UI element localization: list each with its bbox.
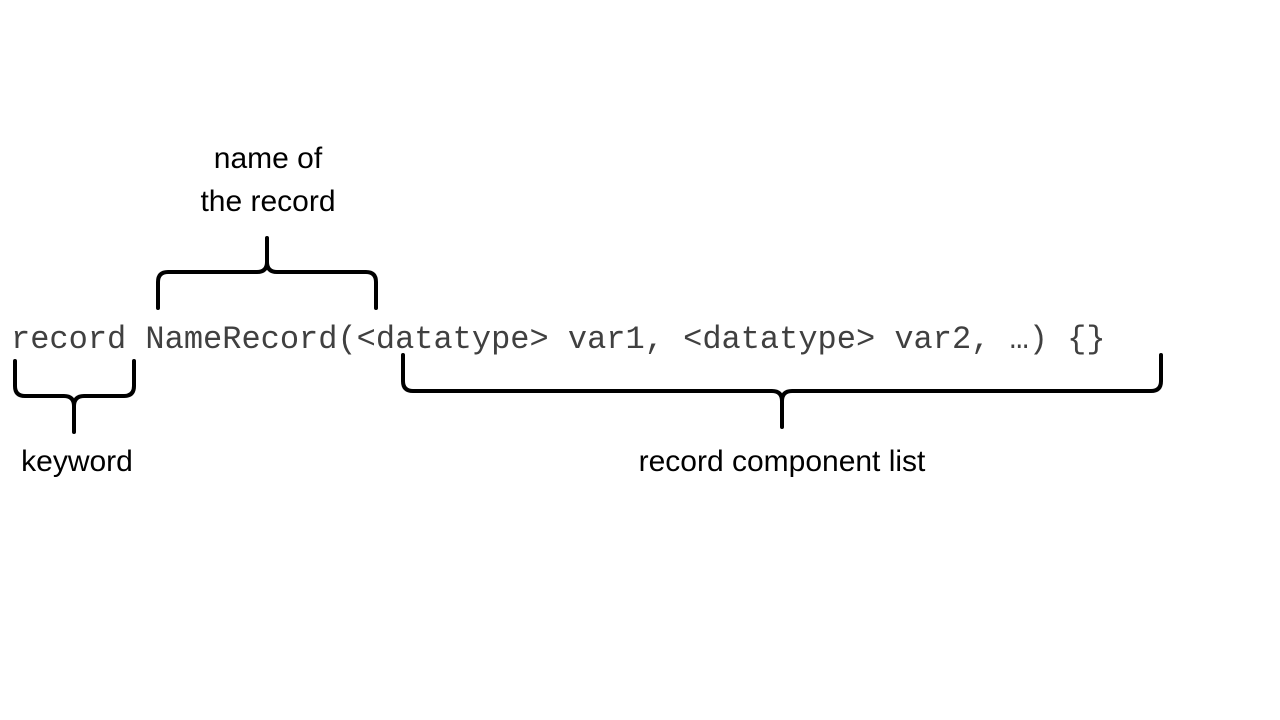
- component-list-brace: [401, 353, 1163, 429]
- keyword-token: record: [11, 321, 127, 358]
- keyword-brace: [13, 359, 136, 434]
- space-token: [1048, 321, 1067, 358]
- close-paren-token: ): [1028, 321, 1048, 358]
- record-name-label-line1: name of: [213, 142, 323, 175]
- record-declaration-code: record NameRecord(<datatype> var1, <data…: [11, 318, 1106, 362]
- record-name-label-line2: the record: [200, 185, 336, 218]
- component-list-token: <datatype> var1, <datatype> var2, …: [356, 321, 1029, 358]
- record-name-label: name of the record: [168, 137, 368, 223]
- name-brace: [156, 236, 378, 310]
- body-token: {}: [1067, 321, 1106, 358]
- space-token: [126, 321, 145, 358]
- record-name-token: NameRecord: [145, 321, 338, 358]
- open-paren-token: (: [337, 321, 357, 358]
- component-list-label: record component list: [638, 445, 926, 478]
- keyword-label: keyword: [21, 445, 133, 478]
